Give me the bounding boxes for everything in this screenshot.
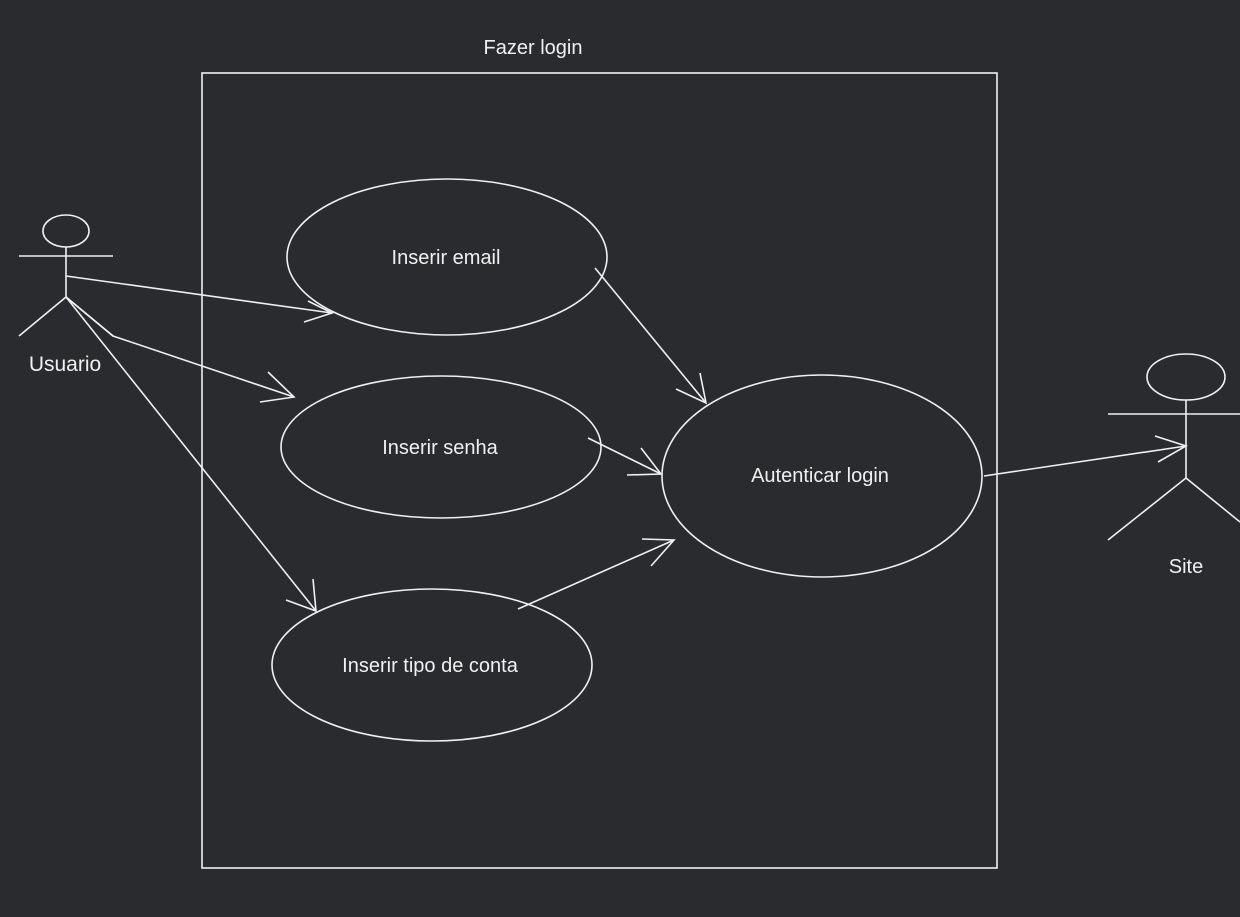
edge-auth-site [983, 435, 1188, 477]
edge-senha-auth [587, 437, 663, 476]
use-case-inserir-tipo-de-conta-ellipse [271, 588, 593, 742]
arrowhead-auth-site [1154, 435, 1188, 463]
arrowhead-email-auth [675, 372, 708, 405]
actor-site-right-leg [1185, 477, 1240, 523]
edge-usuario-email [65, 275, 335, 323]
use-case-inserir-tipo-de-conta-label: Inserir tipo de conta [342, 655, 519, 677]
edge-email-auth-line [594, 267, 707, 404]
edge-usuario-senha [65, 296, 296, 403]
use-case-inserir-senha-label: Inserir senha [382, 437, 498, 459]
actor-usuario-head [42, 214, 90, 248]
actor-usuario[interactable]: Usuario [18, 214, 114, 376]
actor-site-left-leg [1107, 477, 1187, 541]
edge-tipo-auth-line [517, 539, 675, 610]
use-case-inserir-senha[interactable]: Inserir senha [280, 375, 602, 519]
edge-usuario-tipo-line [65, 296, 317, 612]
actor-site[interactable]: Site [1107, 353, 1240, 578]
use-case-inserir-email[interactable]: Inserir email [286, 178, 608, 336]
use-case-autenticar-login[interactable]: Autenticar login [661, 374, 983, 578]
system-boundary: Fazer login [201, 37, 998, 869]
arrowhead-usuario-tipo [285, 578, 317, 613]
actor-usuario-label: Usuario [29, 353, 101, 376]
edge-usuario-senha-line [65, 296, 295, 398]
edge-auth-site-line [983, 445, 1187, 477]
use-case-autenticar-login-ellipse [661, 374, 983, 578]
arrowhead-senha-auth [626, 447, 663, 476]
actor-site-label: Site [1169, 556, 1203, 578]
edge-email-auth [594, 267, 708, 405]
edge-usuario-email-line [65, 275, 333, 314]
actor-site-head [1146, 353, 1226, 401]
use-case-inserir-tipo-de-conta[interactable]: Inserir tipo de conta [271, 588, 593, 742]
system-boundary-rect [201, 72, 998, 869]
use-case-autenticar-login-label: Autenticar login [751, 465, 889, 487]
edge-usuario-tipo [65, 296, 317, 613]
arrowhead-usuario-email [303, 300, 335, 323]
use-case-inserir-email-label: Inserir email [392, 247, 501, 269]
arrowhead-tipo-auth [641, 538, 676, 567]
system-title: Fazer login [484, 37, 583, 59]
arrowhead-usuario-senha [259, 371, 296, 403]
relationships [65, 267, 1188, 613]
actor-usuario-left-leg [18, 296, 67, 337]
use-case-inserir-email-ellipse [286, 178, 608, 336]
edge-senha-auth-line [587, 437, 662, 475]
edge-tipo-auth [517, 538, 676, 610]
use-case-inserir-senha-ellipse [280, 375, 602, 519]
